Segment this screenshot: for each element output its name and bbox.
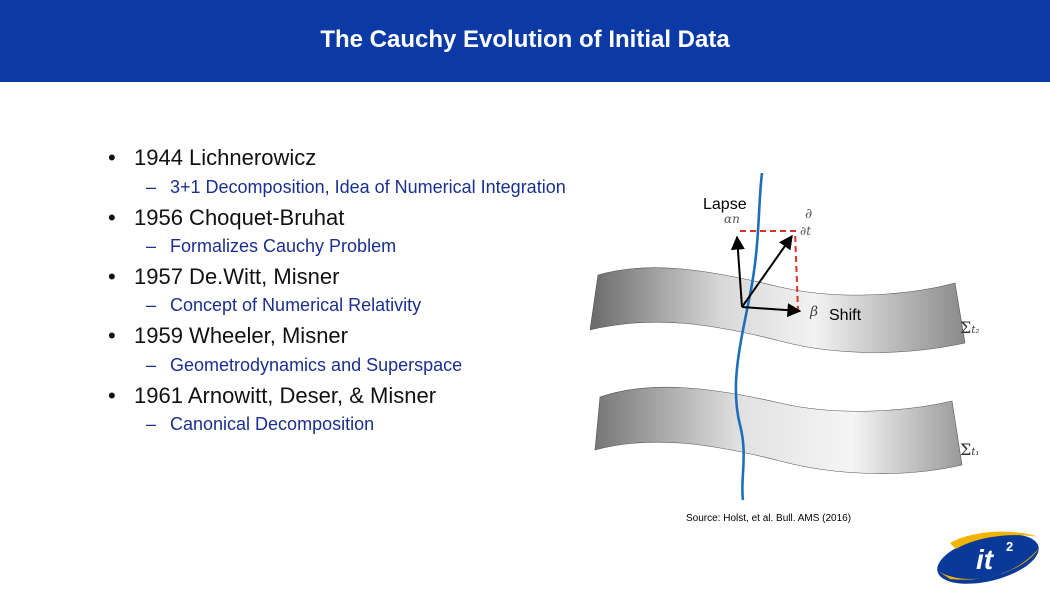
dt-numerator: ∂: [805, 206, 813, 222]
lapse-symbol: αn: [724, 212, 740, 226]
shift-symbol: β: [810, 304, 819, 320]
sub-bullet-dash: –: [146, 355, 157, 375]
bullet-item: • 1956 Choquet-Bruhat: [108, 205, 344, 231]
title-bar: The Cauchy Evolution of Initial Data: [0, 0, 1050, 82]
bullet-item: • 1959 Wheeler, Misner: [108, 323, 348, 349]
sigma-subscript: t₂: [971, 325, 980, 336]
sub-bullet-text: 3+1 Decomposition, Idea of Numerical Int…: [170, 177, 566, 197]
worldline: [734, 172, 764, 501]
sigma-lower: Σt₁: [960, 440, 979, 459]
lapse-vector: [730, 235, 745, 308]
sub-bullet-text: Geometrodynamics and Superspace: [170, 355, 463, 375]
sub-bullet-text: Concept of Numerical Relativity: [170, 295, 422, 315]
figure-source: Source: Holst, et al. Bull. AMS (2016): [686, 513, 852, 524]
shift-label: Shift: [829, 307, 862, 324]
bullet-text: 1959 Wheeler, Misner: [134, 323, 348, 348]
lower-hypersurface: [594, 386, 963, 474]
it2-logo: it 2: [930, 525, 1045, 587]
foliation-diagram: [590, 172, 966, 501]
bullet-dot: •: [108, 323, 116, 348]
logo-text: it: [976, 544, 995, 575]
bullet-item: • 1944 Lichnerowicz: [108, 145, 316, 171]
sub-bullet-text: Canonical Decomposition: [170, 414, 375, 434]
logo-swoosh: it 2: [937, 531, 1040, 584]
dt-vector: [741, 234, 793, 308]
sub-bullet-dash: –: [146, 295, 157, 315]
sub-bullet-dash: –: [146, 236, 157, 256]
sigma-upper: Σt₂: [960, 318, 979, 337]
bullet-text: 1957 De.Witt, Misner: [134, 264, 340, 289]
bullet-text: 1961 Arnowitt, Deser, & Misner: [134, 383, 437, 408]
sub-bullet-item: –Canonical Decomposition: [146, 414, 374, 435]
bullet-text: 1956 Choquet-Bruhat: [134, 205, 345, 230]
sigma-symbol: Σ: [960, 318, 972, 337]
sub-bullet-item: –Concept of Numerical Relativity: [146, 295, 421, 316]
sub-bullet-dash: –: [146, 414, 157, 434]
sub-bullet-dash: –: [146, 177, 157, 197]
sub-bullet-item: –Geometrodynamics and Superspace: [146, 355, 462, 376]
bullet-text: 1944 Lichnerowicz: [134, 145, 317, 170]
sub-bullet-text: Formalizes Cauchy Problem: [170, 236, 397, 256]
dt-denominator: ∂t: [800, 224, 812, 238]
bullet-dot: •: [108, 264, 116, 289]
bullet-dot: •: [108, 145, 116, 170]
shift-vector: [741, 303, 802, 318]
lapse-label: Lapse: [703, 196, 747, 213]
sub-bullet-item: –Formalizes Cauchy Problem: [146, 236, 396, 257]
bullet-item: • 1957 De.Witt, Misner: [108, 264, 339, 290]
sigma-subscript: t₁: [971, 447, 980, 458]
logo-superscript: 2: [1006, 539, 1013, 554]
bullet-item: • 1961 Arnowitt, Deser, & Misner: [108, 383, 436, 409]
bullet-dot: •: [108, 205, 116, 230]
dashed-box: [740, 230, 799, 312]
bullet-dot: •: [108, 383, 116, 408]
slide-title: The Cauchy Evolution of Initial Data: [320, 26, 730, 53]
sub-bullet-item: –3+1 Decomposition, Idea of Numerical In…: [146, 177, 566, 198]
sigma-symbol: Σ: [960, 440, 972, 459]
